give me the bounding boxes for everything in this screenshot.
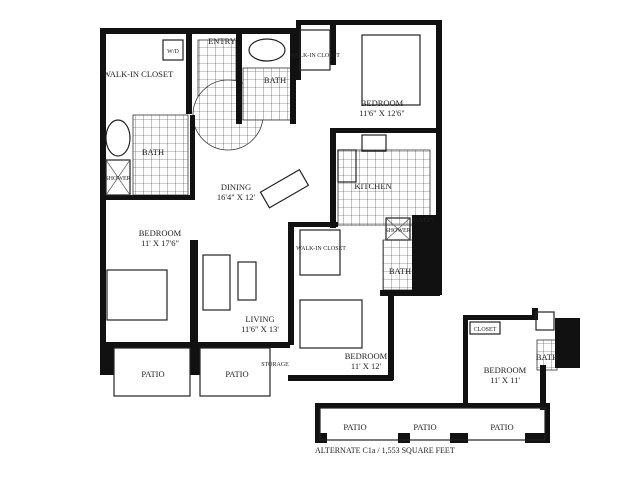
label-shower-left: SHOWER: [105, 176, 130, 182]
label-wd: W/D: [167, 49, 179, 55]
label-bedroom-left: BEDROOM: [139, 228, 182, 238]
label-pantry: PANTRY: [411, 218, 435, 224]
label-patio-4: PATIO: [413, 422, 436, 432]
room-labels: WALK-IN CLOSET W/D ENTRY BATH WALK-IN CL…: [103, 36, 558, 455]
label-dining: DINING: [221, 182, 251, 192]
label-storage: STORAGE: [261, 362, 289, 368]
label-bedroom-center-size: 11' X 12': [351, 361, 382, 371]
walls: [100, 20, 580, 443]
label-kitchen: KITCHEN: [354, 181, 391, 191]
label-bedroom-top-size: 11'6" X 12'6": [359, 108, 405, 118]
label-living-size: 11'6" X 13': [241, 324, 279, 334]
label-bedroom-right-size: 11' X 11': [490, 375, 520, 385]
label-bedroom-top: BEDROOM: [361, 98, 404, 108]
label-walk-in-closet-top: WALK-IN CLOSET: [290, 53, 340, 59]
label-patio-3: PATIO: [343, 422, 366, 432]
tile-floors: [132, 39, 558, 371]
label-bath-hall: BATH: [264, 75, 286, 85]
label-walk-in-closet-center: WALK-IN CLOSET: [296, 246, 346, 252]
label-bath-right: BATH: [536, 352, 558, 362]
label-bedroom-right: BEDROOM: [484, 365, 527, 375]
label-patio-1: PATIO: [141, 369, 164, 379]
label-shower-center: SHOWER: [385, 228, 410, 234]
label-patio-2: PATIO: [225, 369, 248, 379]
label-entry: ENTRY: [208, 36, 236, 46]
label-bath-center: BATH: [389, 266, 411, 276]
label-closet-right: CLOSET: [474, 327, 497, 333]
label-dining-size: 16'4" X 12': [217, 192, 256, 202]
label-living: LIVING: [245, 314, 274, 324]
label-patio-5: PATIO: [490, 422, 513, 432]
label-bedroom-left-size: 11' X 17'6": [141, 238, 179, 248]
plan-caption: ALTERNATE C1a / 1,553 SQUARE FEET: [315, 446, 455, 455]
fixtures: [105, 29, 555, 441]
label-walk-in-closet-master: WALK-IN CLOSET: [103, 69, 174, 79]
label-bedroom-center: BEDROOM: [345, 351, 388, 361]
label-bath-left: BATH: [142, 147, 164, 157]
